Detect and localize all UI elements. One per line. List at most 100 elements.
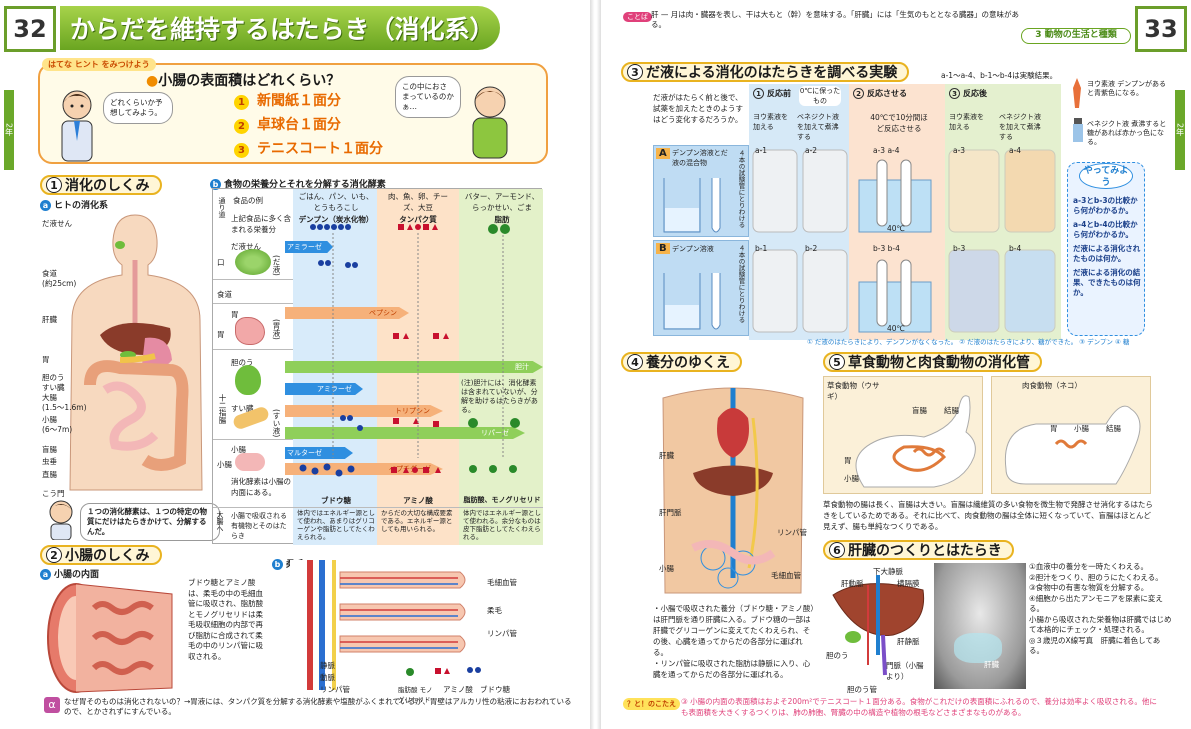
option-number: 3 [234, 143, 249, 158]
herb-label: 結腸 [944, 406, 959, 415]
teacher-bubble: どれくらいか予想してみよう。 [103, 92, 173, 124]
villus-label: リンパ管 [487, 629, 517, 638]
col-nutrient: デンプン（炭水化物） [298, 215, 374, 224]
organ-label: 盲腸 [42, 445, 57, 454]
herb-label: 盲腸 [912, 406, 927, 415]
row-b-text: デンプン溶液 [672, 245, 714, 253]
villus-label: 柔毛 [487, 606, 502, 615]
liver-function: ③食物中の有害な物質を分解する。 [1029, 583, 1149, 592]
book-gutter [590, 0, 601, 729]
organ-label: 直腸 [42, 470, 57, 479]
col-food: バター、アーモンド、らっかせい、ごま [464, 192, 540, 212]
tube-label: a-3 [953, 146, 966, 155]
liver-function: ◎３歳児のX線写真 肝臓に着色してある。 [1029, 635, 1161, 656]
step-number: 3 [949, 88, 960, 99]
liver-label: 胆のう [826, 651, 849, 660]
page-title: からだを維持するはたらき（消化系） [60, 6, 500, 50]
organ-label: だ液せん [42, 219, 72, 228]
left-page: 32 からだを維持するはたらき（消化系） はてな ヒント をみつけよう ●小腸の… [0, 0, 590, 729]
use-text: からだの大切な構成要素である。エネルギー源としても用いられる。 [381, 509, 453, 533]
last-row-label: 消化酵素は小腸の内面にある。 [231, 477, 291, 497]
experiment-question: だ液がはたらく前と後で、試薬を加えたときのようすはどう変化するだろうか。 [653, 93, 743, 124]
carn-label: 結腸 [1106, 424, 1121, 433]
option-3: テニスコート１面分 [257, 141, 383, 157]
section-4-text: ・小腸で吸収された養分（ブドウ糖・アミノ酸）は肝門脈を通り肝臓に入る。ブドウ糖の… [653, 604, 815, 679]
organ-label: (約25cm) [42, 279, 77, 288]
yatte-item: a-3とb-3の比較から何がわかるか。 [1073, 196, 1138, 215]
organ-label: 大腸 [42, 393, 57, 402]
herbivore-title: 草食動物（ウサギ） [827, 381, 880, 401]
row-label: 小腸 [217, 460, 232, 469]
organ-label: すい臓 [42, 383, 65, 392]
section-3-note: a-1〜a-4、b-1〜b-4は実験結果。 [941, 71, 1058, 80]
digestive-system-figure [69, 214, 203, 491]
header-note: 肝 — 月は肉・臓器を表し、干は大もと（幹）を意味する。「肝臓」には「生気のもと… [651, 10, 1019, 29]
answer-text: ③ 小腸の内面の表面積はおよそ200m²でテニスコート１面分ある。食物がこれだけ… [681, 697, 1157, 717]
villus-label: 毛細血管 [487, 578, 517, 587]
use-text: 体内ではエネルギー源として使われる。余分なものは皮下脂肪としてたくわえられる。 [463, 509, 541, 541]
reagent-note-1: ヨウ素液 デンプンがあると青紫色になる。 [1087, 80, 1167, 97]
row-label: 十二指腸 [218, 394, 227, 424]
table-organ: 胆のう [231, 358, 254, 367]
fig4-label: リンパ管 [777, 528, 807, 537]
enzyme-arrow: ペプシン [285, 307, 409, 319]
final-product: アミノ酸 [403, 496, 433, 505]
page-number: 33 [1135, 6, 1187, 52]
row-label: 口 [217, 258, 225, 267]
liver-label: 下大静脈 [873, 567, 903, 576]
test-tubes [752, 149, 1056, 333]
final-product: ブドウ糖 [321, 496, 351, 505]
nutrient-path-figure [662, 387, 804, 594]
villus-label: 動脈 [320, 673, 335, 682]
row-b-side: ４本の試験管にとりわける [737, 245, 745, 323]
carn-label: 胃 [1050, 424, 1058, 433]
option-number: 1 [234, 95, 249, 110]
tube-label: a-2 [805, 146, 818, 155]
step-number: 2 [853, 88, 864, 99]
herb-label: 胃 [844, 456, 852, 465]
cat-icon [1004, 405, 1141, 485]
liver-label: 横隔膜 [897, 579, 920, 588]
enzyme-arrow: アミラーゼ [285, 241, 333, 253]
organ-label: こう門 [42, 489, 65, 498]
boy-illustration [472, 86, 508, 159]
enzyme-arrow: 胆汁 [285, 361, 543, 373]
yatte-list: a-3とb-3の比較から何がわかるか。 a-4とb-4の比較から何がわかるか。 … [1073, 196, 1143, 298]
section-5-text: 草食動物の腸は長く、盲腸は大きい。盲腸は繊維質の多い食物を微生物で発酵させ消化す… [823, 500, 1153, 531]
find-question: ●小腸の表面積はどれくらい？ [146, 73, 341, 89]
organ-sub: (すい液) [272, 409, 281, 438]
row-header-nutrient: 上記食品に多く含まれる栄養分 [231, 214, 291, 234]
side-tab: 2年 [4, 90, 14, 170]
liver-label: 胆のう管 [847, 685, 877, 694]
small-intestine-text: ブドウ糖とアミノ酸は、柔毛の中の毛細血管に吸収され、脂肪酸とモノグリセリドは柔毛… [188, 578, 264, 661]
liver-label: 門脈（小腸より） [886, 661, 924, 681]
row-label: 胃 [217, 330, 225, 339]
table-organ: すい臓 [231, 404, 254, 413]
teacher-small-illustration [49, 500, 73, 540]
organ-label: (1.5〜1.6m) [42, 403, 87, 412]
organ-label: 胆のう [42, 373, 65, 382]
col-food: 肉、魚、卵、チーズ、大豆 [388, 192, 448, 212]
option-2: 卓球台１面分 [257, 117, 341, 133]
enzyme-arrow: マルターゼ [285, 447, 353, 459]
find-badge: はてな ヒント をみつけよう [42, 58, 156, 71]
step-3-right: ベネジクト液を加えて煮沸する [999, 113, 1041, 141]
table-organ: 胃 [231, 310, 239, 319]
step-1-extra: 0℃に保ったもの [799, 86, 841, 106]
caption-strip: ① だ液のはたらきにより、デンプンがなくなった。 ② だ液のはたらきにより、糖が… [807, 338, 1130, 346]
step-number: 1 [753, 88, 764, 99]
liver-label: 肝静脈 [897, 637, 920, 646]
enzyme-arrow: リパーゼ [285, 427, 525, 439]
liver-function-list: ①血液中の養分を一時たくわえる。 ②胆汁をつくり、胆のうにたくわえる。 ③食物中… [1029, 562, 1173, 657]
fig4-label: 肝門脈 [659, 508, 682, 517]
liver-diagram [832, 575, 925, 676]
tube-label: a-1 [755, 146, 768, 155]
